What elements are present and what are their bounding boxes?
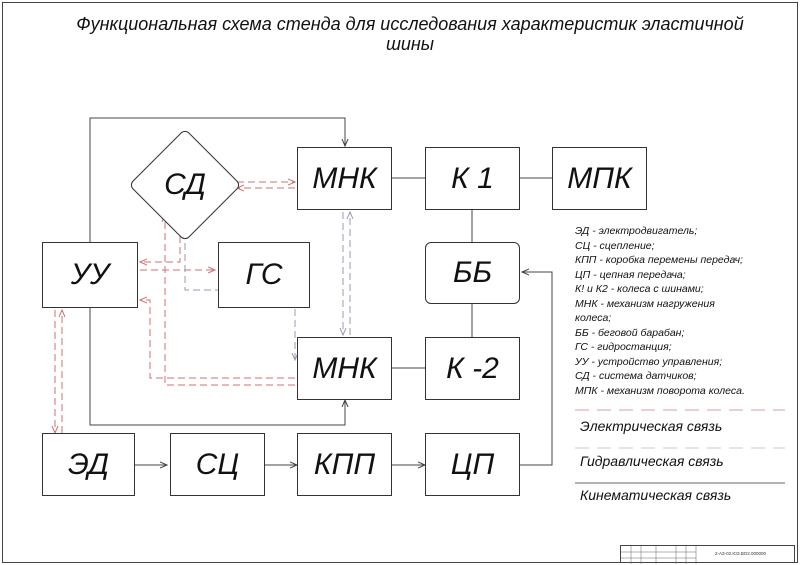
title-block-stamp: 2-АЗ-02.ЮЗ.ВО2.000000 xyxy=(620,545,795,564)
mnk-bottom-uu-electrical xyxy=(140,300,295,379)
mnk-bottom-sd-electrical xyxy=(165,215,295,386)
abbr-bb: ББ - беговой барабан; xyxy=(575,326,685,339)
abbr-gs: ГС - гидростанция; xyxy=(575,341,672,353)
uu-to-mnk-bottom-line xyxy=(89,308,345,426)
wheel-k2-block: К -2 xyxy=(425,337,520,400)
kinematic-links xyxy=(89,117,553,466)
abbr-mnk: МНК - механизм нагружения xyxy=(575,297,715,310)
clutch-block: СЦ xyxy=(170,433,265,496)
abbr-sc: СЦ - сцепление; xyxy=(575,239,655,252)
abbr-kpp: КПП - коробка перемены передач; xyxy=(575,254,743,266)
abbr-mpk: МПК - механизм поворота колеса. xyxy=(575,384,745,397)
control-unit-block: УУ xyxy=(42,242,138,308)
electric-motor-block: ЭД xyxy=(42,433,135,496)
uu-to-mnk-top-line xyxy=(89,117,345,242)
diagram-title: Функциональная схема стенда для исследов… xyxy=(76,14,744,54)
gearbox-block: КПП xyxy=(297,433,392,496)
kinematic-link-label: Кинематическая связь xyxy=(580,487,732,503)
cp-to-bb-line xyxy=(520,272,553,466)
abbr-cp: ЦП - цепная передача; xyxy=(575,268,686,281)
electrical-links xyxy=(55,182,295,433)
wheel-loader-bottom-block: МНК xyxy=(297,337,392,400)
wheel-turn-mechanism-block: МПК xyxy=(552,147,647,210)
sensor-system-label: СД xyxy=(164,168,206,201)
chain-drive-block: ЦП xyxy=(425,433,520,496)
wheel-loader-top-block: МНК xyxy=(297,147,392,210)
abbr-sd: СД - система датчиков; xyxy=(575,370,697,382)
abbr-mnk-cont: колеса; xyxy=(575,312,612,324)
abbr-k: К! и К2 - колеса с шинами; xyxy=(575,283,704,295)
electrical-link-label: Электрическая связь xyxy=(580,418,723,434)
abbr-uu: УУ - устройство управления; xyxy=(575,355,723,368)
abbr-ed: ЭД - электродвигатель; xyxy=(575,225,698,237)
drawing-code: 2-АЗ-02.ЮЗ.ВО2.000000 xyxy=(714,551,766,556)
hydrostation-block: ГС xyxy=(218,242,310,308)
running-drum-block: ББ xyxy=(425,242,520,304)
wheel-k1-block: К 1 xyxy=(425,147,520,210)
hydraulic-link-label: Гидравлическая связь xyxy=(580,453,724,469)
